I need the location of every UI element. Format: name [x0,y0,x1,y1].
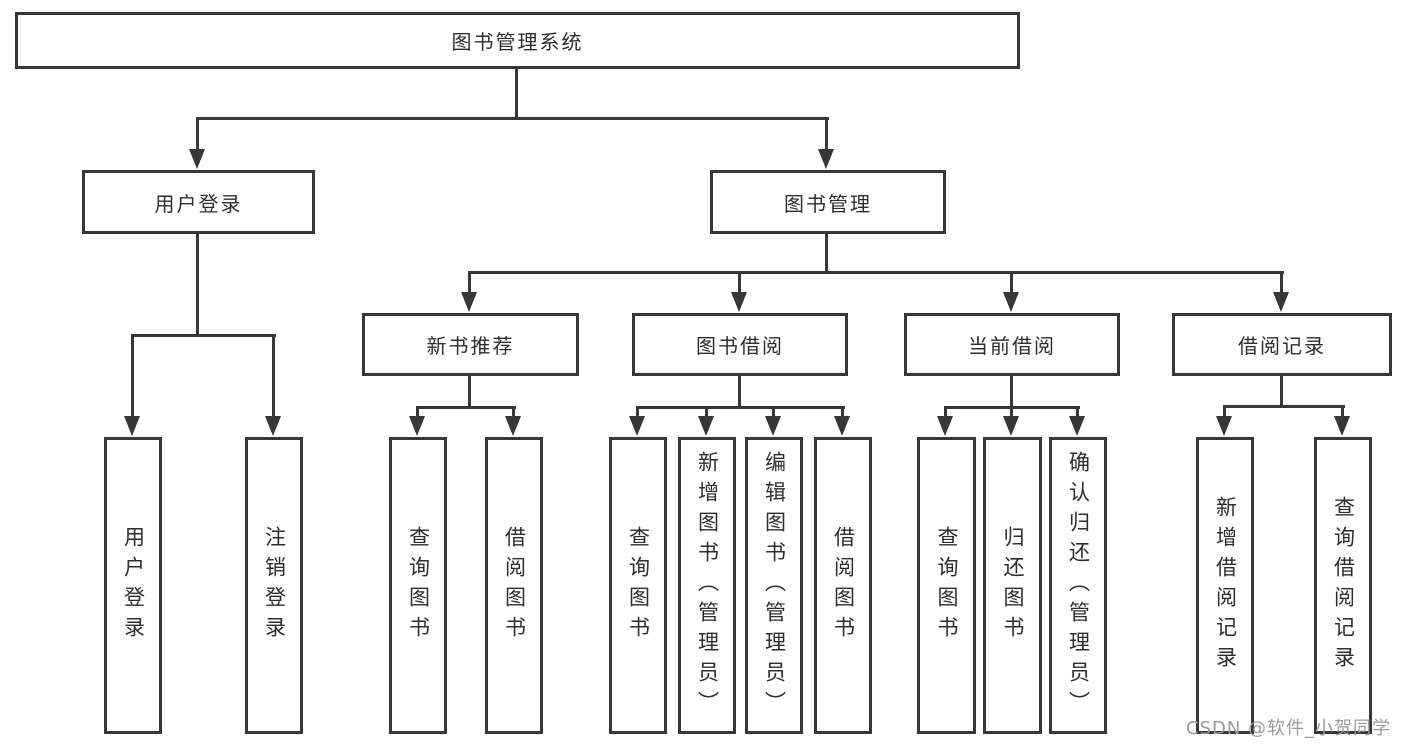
leaf-confirm-return-admin: 确认归还（管理员） [1049,437,1107,734]
connector-vline [944,406,947,417]
arrow-down-icon [1216,416,1232,436]
leaf-user-login: 用户登录 [104,437,162,734]
connector-vline [825,233,828,274]
leaf-query-books-borrow: 查询图书 [609,437,667,734]
node-user-login: 用户登录 [82,170,315,234]
connector-vline [1280,271,1283,293]
connector-vline [272,334,275,417]
arrow-down-icon [265,416,281,436]
arrow-down-icon [1003,416,1019,436]
connector-vline [512,406,515,417]
arrow-down-icon [505,416,521,436]
connector-vline [196,233,199,337]
connector-vline [738,376,741,409]
connector-vline [1280,376,1283,408]
connector-vline [1010,376,1013,409]
watermark-text: CSDN @软件_小贺同学 [1186,718,1392,739]
connector-vline [416,406,419,417]
arrow-down-icon [698,416,714,436]
node-library-management-system: 图书管理系统 [15,12,1020,69]
arrow-down-icon [1273,292,1289,312]
leaf-logout-login: 注销登录 [245,437,303,734]
arrow-down-icon [124,416,140,436]
leaf-borrow-books: 借阅图书 [814,437,872,734]
connector-vline [1010,271,1013,293]
arrow-down-icon [1003,292,1019,312]
connector-vline [1010,406,1013,417]
connector-hline [636,406,845,409]
connector-hline [416,406,516,409]
arrow-down-icon [765,416,781,436]
connector-vline [636,406,639,417]
connector-vline [841,406,844,417]
connector-vline [738,271,741,293]
connector-vline [196,117,199,150]
connector-vline [1076,406,1079,417]
arrow-down-icon [1334,416,1350,436]
leaf-return-books: 归还图书 [983,437,1042,734]
leaf-add-books-admin: 新增图书（管理员） [678,437,736,734]
connector-hline [1223,405,1345,408]
connector-vline [468,376,471,409]
node-book-management: 图书管理 [710,170,946,234]
connector-hline [196,117,829,120]
connector-vline [131,334,134,417]
leaf-query-books-current: 查询图书 [917,437,976,734]
leaf-query-borrow-record: 查询借阅记录 [1314,437,1372,734]
node-borrow-records: 借阅记录 [1172,313,1392,376]
leaf-edit-books-admin: 编辑图书（管理员） [745,437,803,734]
arrow-down-icon [461,292,477,312]
connector-vline [468,271,471,293]
leaf-borrow-books-recommend: 借阅图书 [485,437,543,734]
leaf-query-books-recommend: 查询图书 [389,437,447,734]
connector-vline [705,406,708,417]
arrow-down-icon [818,149,834,169]
connector-vline [825,117,828,150]
arrow-down-icon [629,416,645,436]
node-new-book-recommend: 新书推荐 [362,313,579,376]
node-book-borrow: 图书借阅 [632,313,848,376]
connector-vline [1223,405,1226,417]
arrow-down-icon [731,292,747,312]
arrow-down-icon [189,149,205,169]
arrow-down-icon [1069,416,1085,436]
arrow-down-icon [834,416,850,436]
arrow-down-icon [937,416,953,436]
node-current-borrow: 当前借阅 [904,313,1120,376]
leaf-add-borrow-record: 新增借阅记录 [1196,437,1254,734]
connector-vline [772,406,775,417]
arrow-down-icon [409,416,425,436]
connector-vline [1341,405,1344,417]
connector-hline [468,271,1284,274]
connector-hline [131,334,276,337]
connector-vline [515,69,518,120]
